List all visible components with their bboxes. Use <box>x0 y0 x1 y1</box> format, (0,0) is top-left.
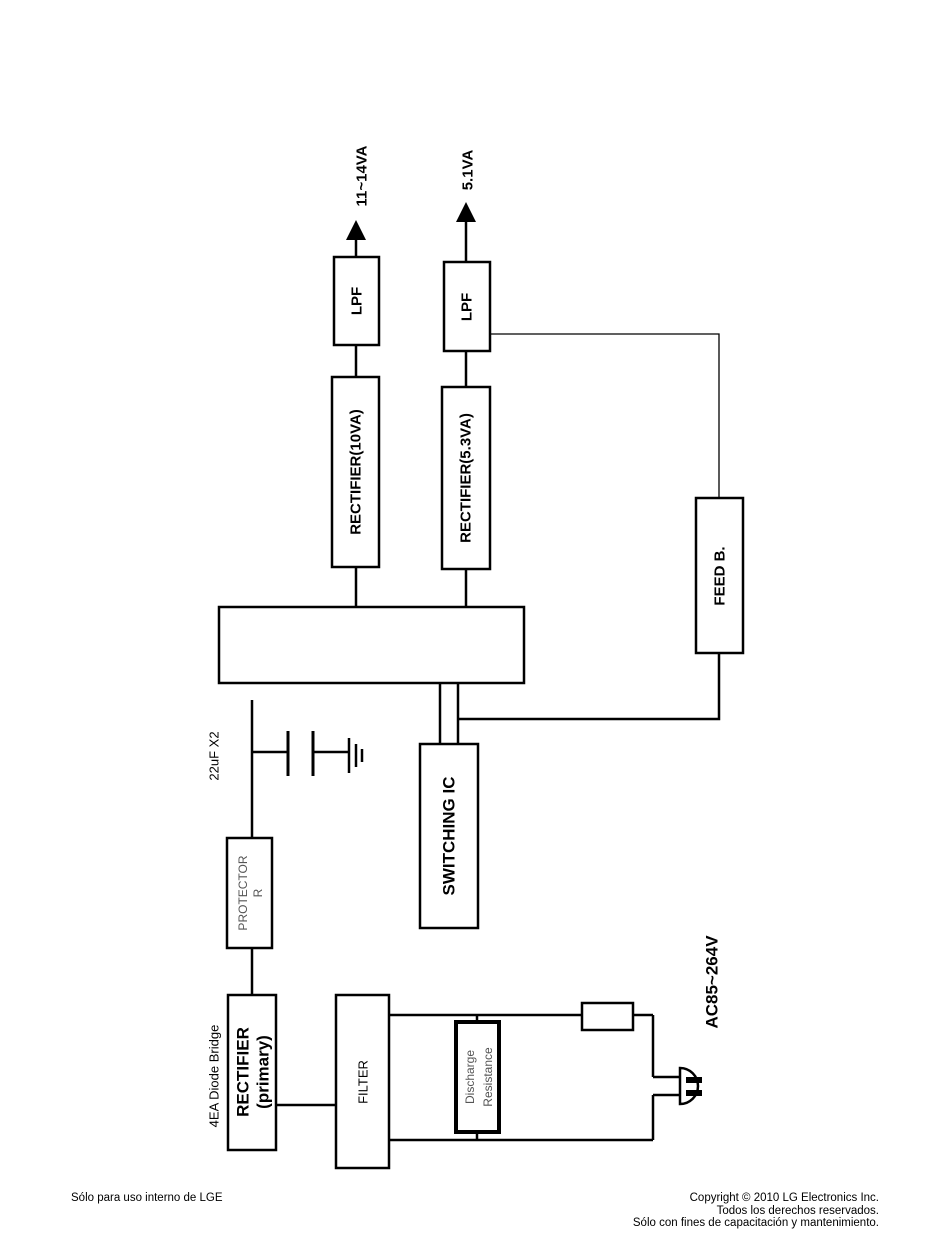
lpf-top-box <box>332 255 381 347</box>
rectifier-5-3va-label: RECTIFIER(5.3VA) <box>458 413 475 543</box>
ac-input-label: AC85~264V <box>703 935 722 1029</box>
rectifier-primary-label-line1: RECTIFIER <box>234 1027 253 1117</box>
footer-internal-use: Sólo para uso interno de LGE <box>71 1192 223 1205</box>
feedback-box <box>694 496 745 655</box>
switching-ic-label: SWITCHING IC <box>440 777 459 896</box>
footer-copyright-line1: Copyright © 2010 LG Electronics Inc. <box>689 1192 879 1204</box>
rectifier-primary-box <box>226 993 278 1152</box>
protector-box <box>225 836 274 950</box>
transformer-box <box>217 605 526 685</box>
footer-copyright: Copyright © 2010 LG Electronics Inc. Tod… <box>633 1192 879 1230</box>
footer-copyright-line3: Sólo con fines de capacitación y manteni… <box>632 1217 879 1229</box>
lpf-bottom-label: LPF <box>459 293 476 321</box>
rectifier-5-3va-box <box>440 385 492 571</box>
footer-copyright-line2: Todos los derechos reservados. <box>716 1204 879 1217</box>
footer-left-text: Sólo para uso interno de LGE <box>71 1192 223 1204</box>
wire-feedback-switching <box>458 653 721 721</box>
output-1-label: 11~14VA <box>354 145 371 206</box>
switching-ic-box <box>418 742 480 930</box>
wire-lpf2-feedback <box>490 333 720 498</box>
filter-label: FILTER <box>356 1060 371 1104</box>
rectifier-10va-label: RECTIFIER(10VA) <box>348 409 365 535</box>
protector-label-line1: PROTECTOR <box>236 855 250 930</box>
lpf-top-label: LPF <box>349 287 366 315</box>
feedback-label: FEED B. <box>712 546 729 605</box>
diode-bridge-label: 4EA Diode Bridge <box>207 1025 222 1128</box>
lpf-bottom-box <box>442 260 492 353</box>
discharge-label-line2: Resistance <box>481 1047 495 1107</box>
filter-box <box>334 993 391 1170</box>
fuse-resistor-box <box>580 1001 635 1032</box>
rectifier-primary-label-line2: (primary) <box>254 1035 273 1109</box>
discharge-label-line1: Discharge <box>463 1050 477 1104</box>
ac-plug-icon <box>678 1066 702 1106</box>
rectifier-10va-box <box>330 375 381 569</box>
protector-label-line2: R <box>251 888 265 897</box>
capacitor-label: 22uF X2 <box>207 731 222 780</box>
output-2-label: 5.1VA <box>460 150 477 191</box>
